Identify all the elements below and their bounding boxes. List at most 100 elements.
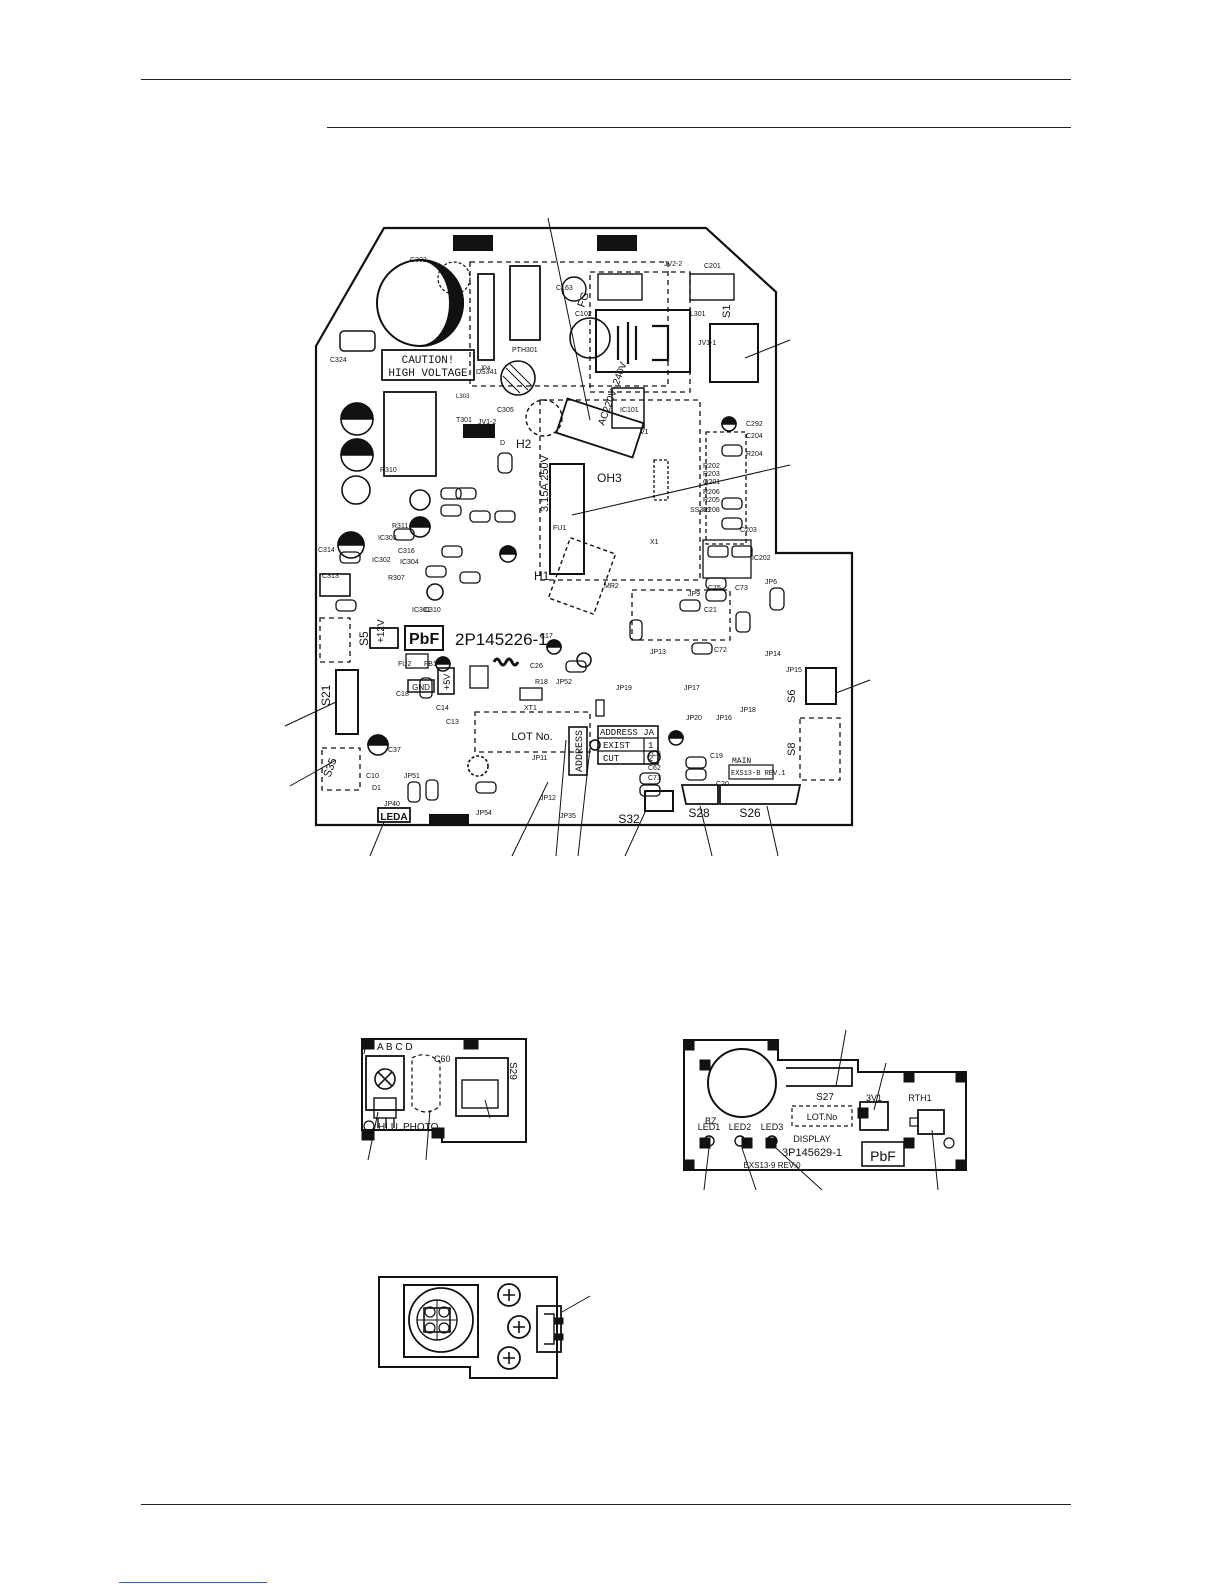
designator: JP9 xyxy=(688,591,700,598)
designator: IC304 xyxy=(400,559,419,566)
designator: D1 xyxy=(372,785,381,792)
supply-5v: +5V xyxy=(442,674,452,690)
pattern-h1: H1 xyxy=(534,569,550,583)
main-tag-line1: MAIN xyxy=(732,757,751,766)
pattern-oh3: OH3 xyxy=(597,471,622,485)
signal-leaders xyxy=(367,1099,491,1161)
designator: JP40 xyxy=(384,801,400,808)
display-board-id: 3P145629-1 xyxy=(782,1147,842,1159)
signal-hlu-label: HLU xyxy=(378,1122,398,1133)
designator: C305 xyxy=(497,407,514,414)
fuse-label: 3.15A 250V xyxy=(539,454,551,512)
display-switch-label: 3V1 xyxy=(866,1093,882,1103)
display-lot-label: LOT.No xyxy=(807,1112,838,1122)
designator: C201 xyxy=(704,263,721,270)
designator: C324 xyxy=(330,357,347,364)
designator: C310 xyxy=(424,607,441,614)
address-row-2-value: 2 xyxy=(648,754,653,764)
connector-s26-body xyxy=(719,784,802,805)
designator: JP6 xyxy=(765,579,777,586)
designator: XT1 xyxy=(524,705,537,712)
designator: C302 xyxy=(410,257,427,264)
designator: R307 xyxy=(388,575,405,582)
designator: C26 xyxy=(530,663,543,670)
main-pcb-text: 2P145226-1 PbF CAUTION! HIGH VOLTAGE 3.1… xyxy=(318,257,802,826)
designator: L303 xyxy=(456,394,470,400)
connector-s6-body xyxy=(805,667,837,705)
display-led1-label: LED1 xyxy=(698,1122,721,1132)
designator: JP17 xyxy=(684,685,700,692)
supply-12v: +12V xyxy=(376,619,387,643)
designator: C8 xyxy=(652,751,661,758)
display-connector-label: S27 xyxy=(816,1092,834,1103)
connector-s32-body xyxy=(644,790,674,812)
designator: IC303 xyxy=(378,535,397,542)
connector-leda-body xyxy=(377,807,411,823)
caution-line2: HIGH VOLTAGE xyxy=(388,368,468,380)
main-pcb xyxy=(314,226,854,827)
connector-s28-label: S28 xyxy=(688,806,710,820)
designator: V1 xyxy=(640,429,649,436)
designator: IC301 xyxy=(412,607,431,614)
designator: C37 xyxy=(388,747,401,754)
footer-link-underline[interactable] xyxy=(119,1582,267,1583)
designator: DS341 xyxy=(476,369,498,376)
designator: JP20 xyxy=(686,715,702,722)
designator: JV1-1 xyxy=(698,340,716,347)
designator: R204 xyxy=(746,451,763,458)
designator: FU1 xyxy=(553,525,566,532)
display-rth-label: RTH1 xyxy=(908,1093,931,1103)
designator: C75 xyxy=(708,585,721,592)
designator: C163 xyxy=(556,285,573,292)
capacitor-c302 xyxy=(376,259,471,347)
signal-cap-label: C60 xyxy=(434,1054,451,1064)
designator: R205 xyxy=(703,497,720,504)
pcb-pbf-mark: PbF xyxy=(409,631,439,648)
designator: L301 xyxy=(690,311,706,318)
signal-letters: A B C D xyxy=(377,1042,413,1053)
designator: SS301 xyxy=(690,507,711,514)
designator: C17 xyxy=(540,633,553,640)
main-pcb-leaders xyxy=(284,217,871,857)
designator: JP54 xyxy=(476,810,492,817)
designator: R311 xyxy=(392,523,408,530)
designator: C20 xyxy=(716,781,729,788)
designator: R208 xyxy=(703,507,720,514)
address-tag: ADDRESS xyxy=(575,730,586,772)
display-title: DISPLAY xyxy=(793,1134,830,1144)
header-rule xyxy=(141,79,1071,80)
display-leaders xyxy=(703,1029,939,1191)
connector-s6-label: S6 xyxy=(786,690,798,703)
designator: C102 xyxy=(575,311,592,318)
connector-leda-label: LEDA xyxy=(380,812,407,823)
designator: C18 xyxy=(396,691,409,698)
pattern-h2: H2 xyxy=(516,437,532,451)
signal-receiver-text: A B C D HLU PHOTO S29 C60 xyxy=(377,1042,518,1133)
designator: JP15 xyxy=(786,667,802,674)
designator: JP14 xyxy=(765,651,781,658)
motor-leaders xyxy=(561,1295,591,1313)
designator: JP4 xyxy=(480,366,491,372)
lot-label: LOT No. xyxy=(511,731,552,743)
designator: X1 xyxy=(650,539,659,546)
designator: R18 xyxy=(535,679,548,686)
display-rev-label: EXS13-9 REV:0 xyxy=(743,1161,801,1170)
designator: JV2-2 xyxy=(664,261,682,268)
display-led2-label: LED2 xyxy=(729,1122,752,1132)
connector-s26-label: S26 xyxy=(739,806,761,820)
designator: JP35 xyxy=(560,813,576,820)
designator: JP51 xyxy=(404,773,420,780)
pcb-board-id: 2P145226-1 xyxy=(455,630,548,649)
designator: C203 xyxy=(740,527,757,534)
designator: C10 xyxy=(366,773,379,780)
connector-s32-label: S32 xyxy=(618,812,640,826)
designator: C14 xyxy=(436,705,449,712)
caution-line1: CAUTION! xyxy=(402,355,455,367)
signal-receiver-pcb xyxy=(361,1038,527,1143)
motor-pcb-outline xyxy=(378,1276,558,1379)
designator: C204 xyxy=(746,433,763,440)
address-header: ADDRESS JA xyxy=(600,728,655,738)
designator: C314 xyxy=(318,547,335,554)
display-pbf-mark: PbF xyxy=(870,1148,896,1164)
